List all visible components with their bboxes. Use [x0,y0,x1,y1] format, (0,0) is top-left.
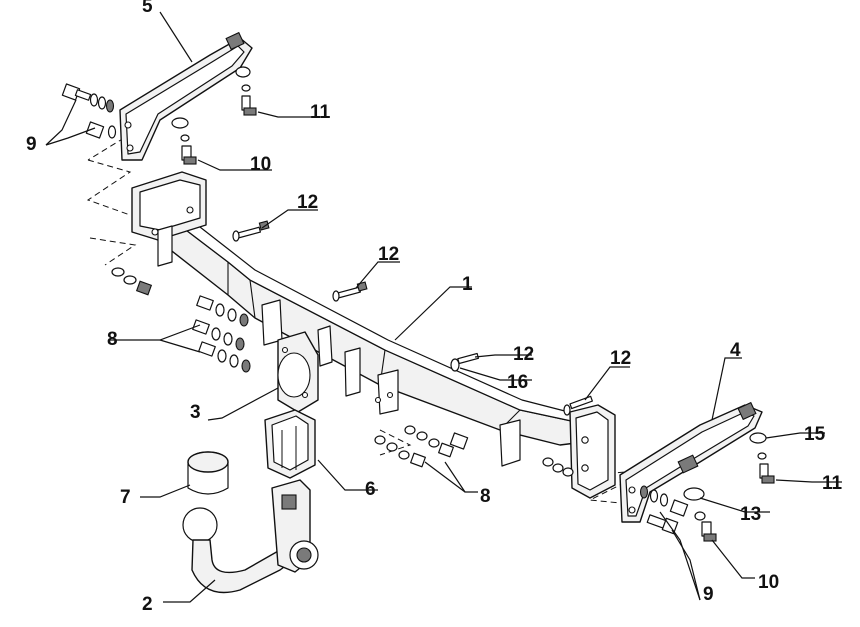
bolt-10-right [694,511,717,542]
tow-ball-cap [187,451,229,495]
callout-12-d: 12 [610,348,631,369]
nuts-left-lower [111,267,153,296]
socket-plate [277,331,319,413]
fasteners [61,66,775,542]
beam-left-end-plate [131,171,207,241]
screw-12-c [450,352,480,372]
callout-6: 6 [365,479,376,500]
bolt-9-left-top [61,83,115,113]
main-cross-beam [139,187,601,446]
left-side-bracket [119,31,253,161]
beam-brackets [157,225,521,467]
callout-10-right: 10 [758,572,779,593]
callout-7: 7 [120,487,131,508]
electric-socket-housing [264,409,316,479]
screw-12-a [232,220,270,242]
screw-12-d [563,395,593,416]
callout-13: 13 [740,504,761,525]
bolt-11-right [757,452,775,484]
assembly-guide-lines [86,137,651,506]
bolts-8-left [192,295,251,373]
callout-12-b: 12 [378,244,399,265]
nuts-right-end [542,457,574,477]
callout-5: 5 [142,0,153,17]
washer-15 [749,432,767,444]
callout-9-left: 9 [26,134,37,155]
callout-8-right: 8 [480,486,491,507]
bolt-9-left-bottom [85,121,117,139]
callout-12-a: 12 [297,192,318,213]
callout-11-left: 11 [310,102,331,123]
callout-labels: 1 2 3 4 5 6 7 8 8 9 9 10 10 11 11 12 12 … [26,0,843,615]
bolt-11-left [235,66,257,116]
leader-lines [45,11,842,603]
callout-11-right: 11 [822,473,843,494]
callout-4: 4 [730,340,741,361]
right-side-bracket [619,401,763,523]
screw-12-b [332,281,368,302]
callout-3: 3 [190,402,201,423]
callout-16: 16 [507,372,528,393]
callout-2: 2 [142,594,153,615]
bolt-10-left [171,117,197,165]
beam-right-end-plate [569,404,616,499]
callout-9-right: 9 [703,584,714,605]
callout-15: 15 [804,424,826,445]
callout-8-left: 8 [107,329,118,350]
tow-ball-neck [182,479,319,594]
callout-12-c: 12 [513,344,534,365]
callout-10-left: 10 [250,154,271,175]
bolts-8-right [374,425,469,468]
callout-1: 1 [462,274,473,295]
washer-13 [683,487,705,501]
bolt-9-right-top [639,485,689,517]
